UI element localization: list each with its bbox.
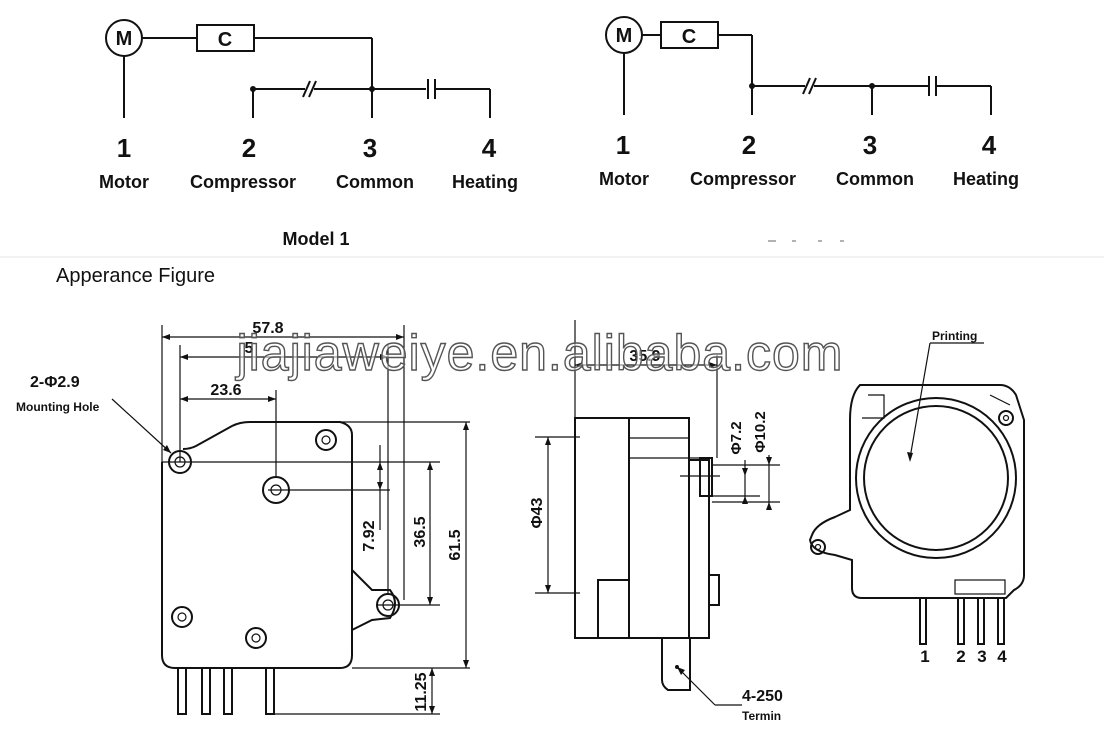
dim-depth: 35.9 <box>629 348 660 365</box>
terminal-number-1: 1 <box>117 133 131 163</box>
terminal-number-4: 4 <box>982 130 997 160</box>
terminal-caption: Termin <box>742 709 781 723</box>
watermark: jiajiaweiye.en.alibaba.com <box>235 325 844 381</box>
motor-symbol-label: M <box>616 25 633 47</box>
circuit-right: M C 1 2 3 4 Motor Compressor Common Heat… <box>599 16 1019 242</box>
dim-11-25: 11.25 <box>413 672 430 711</box>
terminal-label-compressor: Compressor <box>690 169 796 189</box>
pin-label-2: 2 <box>956 647 965 666</box>
terminal-number-2: 2 <box>242 133 256 163</box>
capacitor-symbol-label: C <box>218 29 232 51</box>
model-label: Model 1 <box>282 229 349 249</box>
dim-d43: Φ43 <box>529 497 546 528</box>
dial-outer <box>855 397 1017 559</box>
side-view: 35.9 Φ43 Φ7.2 Φ10.2 4-250 Termin <box>529 320 783 723</box>
circuit-left: M C 1 2 3 4 Motor Compressor Common Heat… <box>99 19 518 249</box>
terminal-number-3: 3 <box>863 130 877 160</box>
dim-7-92: 7.92 <box>361 520 378 551</box>
rear-view: Printing 1 2 3 4 <box>808 329 1025 666</box>
front-view: 57.8 5 23.6 7.92 36.5 61.5 11.25 2-Φ2.9 … <box>16 320 470 715</box>
terminal-number-1: 1 <box>616 130 630 160</box>
pin-label-1: 1 <box>920 647 929 666</box>
pin-label-3: 3 <box>977 647 986 666</box>
terminal-label: 4-250 <box>742 688 783 705</box>
dim-width2: 5 <box>245 340 254 357</box>
dim-36-5: 36.5 <box>412 516 429 547</box>
terminal-label-heating: Heating <box>452 172 518 192</box>
terminal-label-common: Common <box>836 169 914 189</box>
pin-label-4: 4 <box>997 647 1007 666</box>
section-title: Apperance Figure <box>56 265 215 287</box>
capacitor-symbol-label: C <box>682 26 696 48</box>
terminal-label-common: Common <box>336 172 414 192</box>
terminal-number-2: 2 <box>742 130 756 160</box>
terminal-label-motor: Motor <box>599 169 649 189</box>
terminal-number-4: 4 <box>482 133 497 163</box>
dial-inner <box>863 405 1009 551</box>
dim-d7-2: Φ7.2 <box>728 421 745 454</box>
dim-61-5: 61.5 <box>447 529 464 560</box>
printing-label: Printing <box>932 329 977 343</box>
terminal-label-motor: Motor <box>99 172 149 192</box>
mounting-hole-caption: Mounting Hole <box>16 400 100 414</box>
dim-d10-2: Φ10.2 <box>752 411 769 453</box>
dim-hole-offset: 23.6 <box>210 382 241 399</box>
motor-symbol-label: M <box>116 28 133 50</box>
mounting-hole-dim: 2-Φ2.9 <box>30 374 80 391</box>
dim-width: 57.8 <box>252 320 283 337</box>
terminal-label-heating: Heating <box>953 169 1019 189</box>
terminal-number-3: 3 <box>363 133 377 163</box>
terminal-label-compressor: Compressor <box>190 172 296 192</box>
